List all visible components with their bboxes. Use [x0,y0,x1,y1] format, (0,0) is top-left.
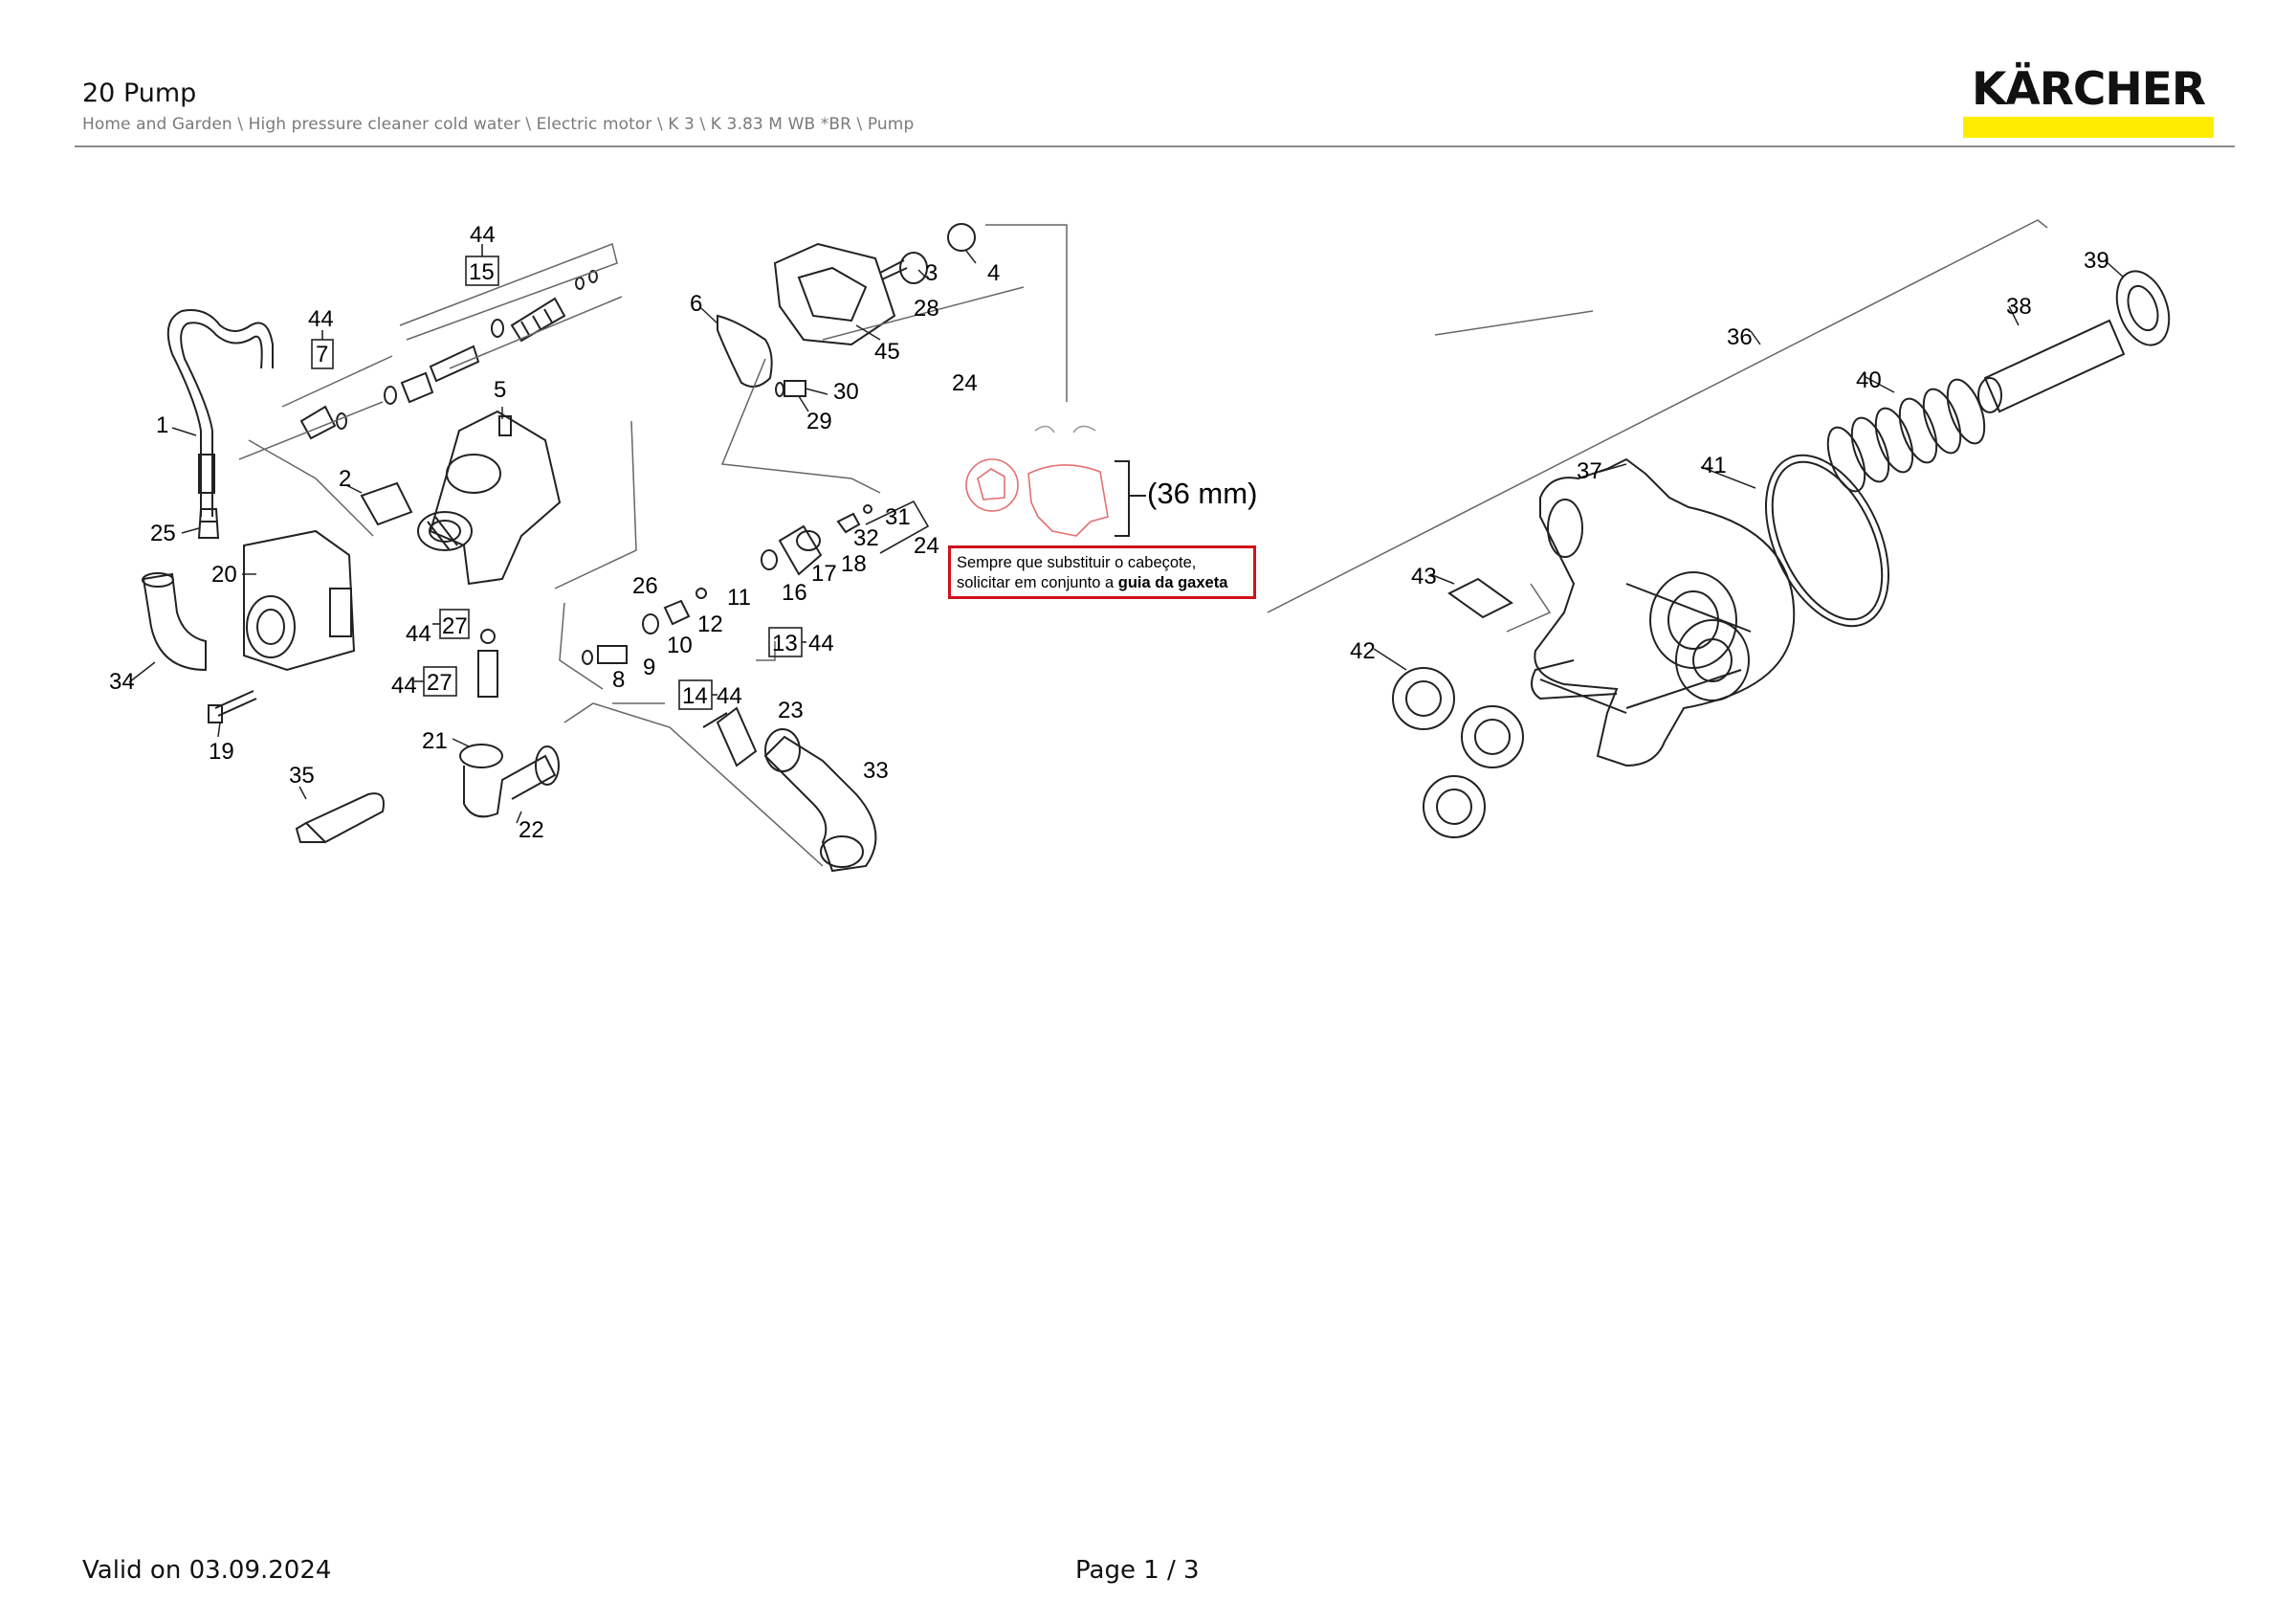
part-35 [304,792,385,844]
callout-24-right: 24 [914,533,939,559]
callout-44-valve-14: 44 [717,683,742,709]
callout-41: 41 [1701,453,1727,478]
callout-36: 36 [1727,324,1753,350]
callout-8: 8 [612,667,625,693]
callout-24-top: 24 [952,370,978,396]
manifold-body [429,410,562,586]
part-22 [463,754,557,818]
pump-housing-20 [243,529,356,672]
callout-26: 26 [632,573,658,599]
cylinder-head-45 [773,242,896,346]
callout-28: 28 [914,296,939,322]
callout-18: 18 [841,551,867,577]
callout-39: 39 [2084,248,2109,274]
rod-38 [1983,319,2126,413]
logo-yellow-bar [1963,117,2214,138]
callout-7: 7 [316,342,328,367]
callout-5: 5 [494,377,506,403]
callout-4: 4 [987,260,1000,286]
callout-35: 35 [289,763,315,789]
callout-12: 12 [697,611,723,637]
callout-6: 6 [690,291,702,317]
notice-line-2-bold: guia da gaxeta [1117,574,1228,591]
part-2 [360,481,413,526]
callout-44-valve-13: 44 [808,631,834,656]
callout-17: 17 [811,561,837,587]
elbow-34 [142,572,207,672]
header-divider [75,145,2235,147]
callout-labels: 1 2 3 4 5 6 7 8 9 10 11 12 13 14 15 16 1… [109,222,2109,843]
callout-40: 40 [1856,367,1882,393]
notice-line-2-prefix: solicitar em conjunto a [957,574,1118,591]
callout-42: 42 [1350,638,1376,664]
callout-44-mid-upper: 44 [406,621,431,647]
callout-3: 3 [925,260,938,286]
callout-32: 32 [853,525,879,551]
size-label: (36 mm) [1147,477,1258,510]
page-number-text: Page 1 / 3 [1075,1556,1200,1585]
footer-valid-date: Valid on 03.09.2024 [82,1556,332,1585]
callout-16: 16 [782,580,807,606]
callout-27-lower: 27 [427,670,453,696]
callout-44-mid-lower: 44 [391,673,417,699]
callout-20: 20 [211,562,237,588]
callout-14: 14 [682,683,708,709]
callout-19: 19 [209,739,234,765]
callout-9: 9 [643,655,655,680]
notice-line-1: Sempre que substituir o cabeçote, [957,554,1197,571]
callout-27-upper: 27 [442,613,468,639]
callout-44-left: 44 [308,306,334,332]
callout-43: 43 [1411,564,1437,589]
callout-44-top: 44 [470,222,496,248]
callout-37: 37 [1577,458,1602,484]
breadcrumb: Home and Garden \ High pressure cleaner … [82,115,915,134]
part-33 [763,735,877,873]
callout-29: 29 [806,409,832,434]
callout-33: 33 [863,758,889,784]
page-title: 20 Pump [82,78,197,108]
callout-45: 45 [874,339,900,365]
callout-1: 1 [156,412,168,438]
callout-34: 34 [109,669,135,695]
notice-line-2: solicitar em conjunto a guia da gaxeta [957,573,1247,593]
callout-30: 30 [833,379,859,405]
callout-2: 2 [339,466,351,492]
callout-22: 22 [519,817,544,843]
callout-23: 23 [778,698,804,723]
callout-15: 15 [469,259,495,285]
callout-21: 21 [422,728,448,754]
logo-wordmark: KÄRCHER [1971,63,2206,116]
karcher-logo: KÄRCHER [1963,63,2214,138]
footer-page-number: Page 1 / 3 [1075,1556,1200,1585]
callout-38: 38 [2006,294,2032,320]
callout-11: 11 [727,585,751,611]
hose-1 [166,309,274,517]
callout-10: 10 [667,633,693,658]
pump-body-37 [1534,457,1796,767]
callout-31: 31 [885,504,911,530]
callout-25: 25 [150,521,176,546]
callout-13: 13 [772,631,798,656]
replacement-notice: Sempre que substituir o cabeçote, solici… [948,545,1256,599]
seal-6 [717,314,773,388]
